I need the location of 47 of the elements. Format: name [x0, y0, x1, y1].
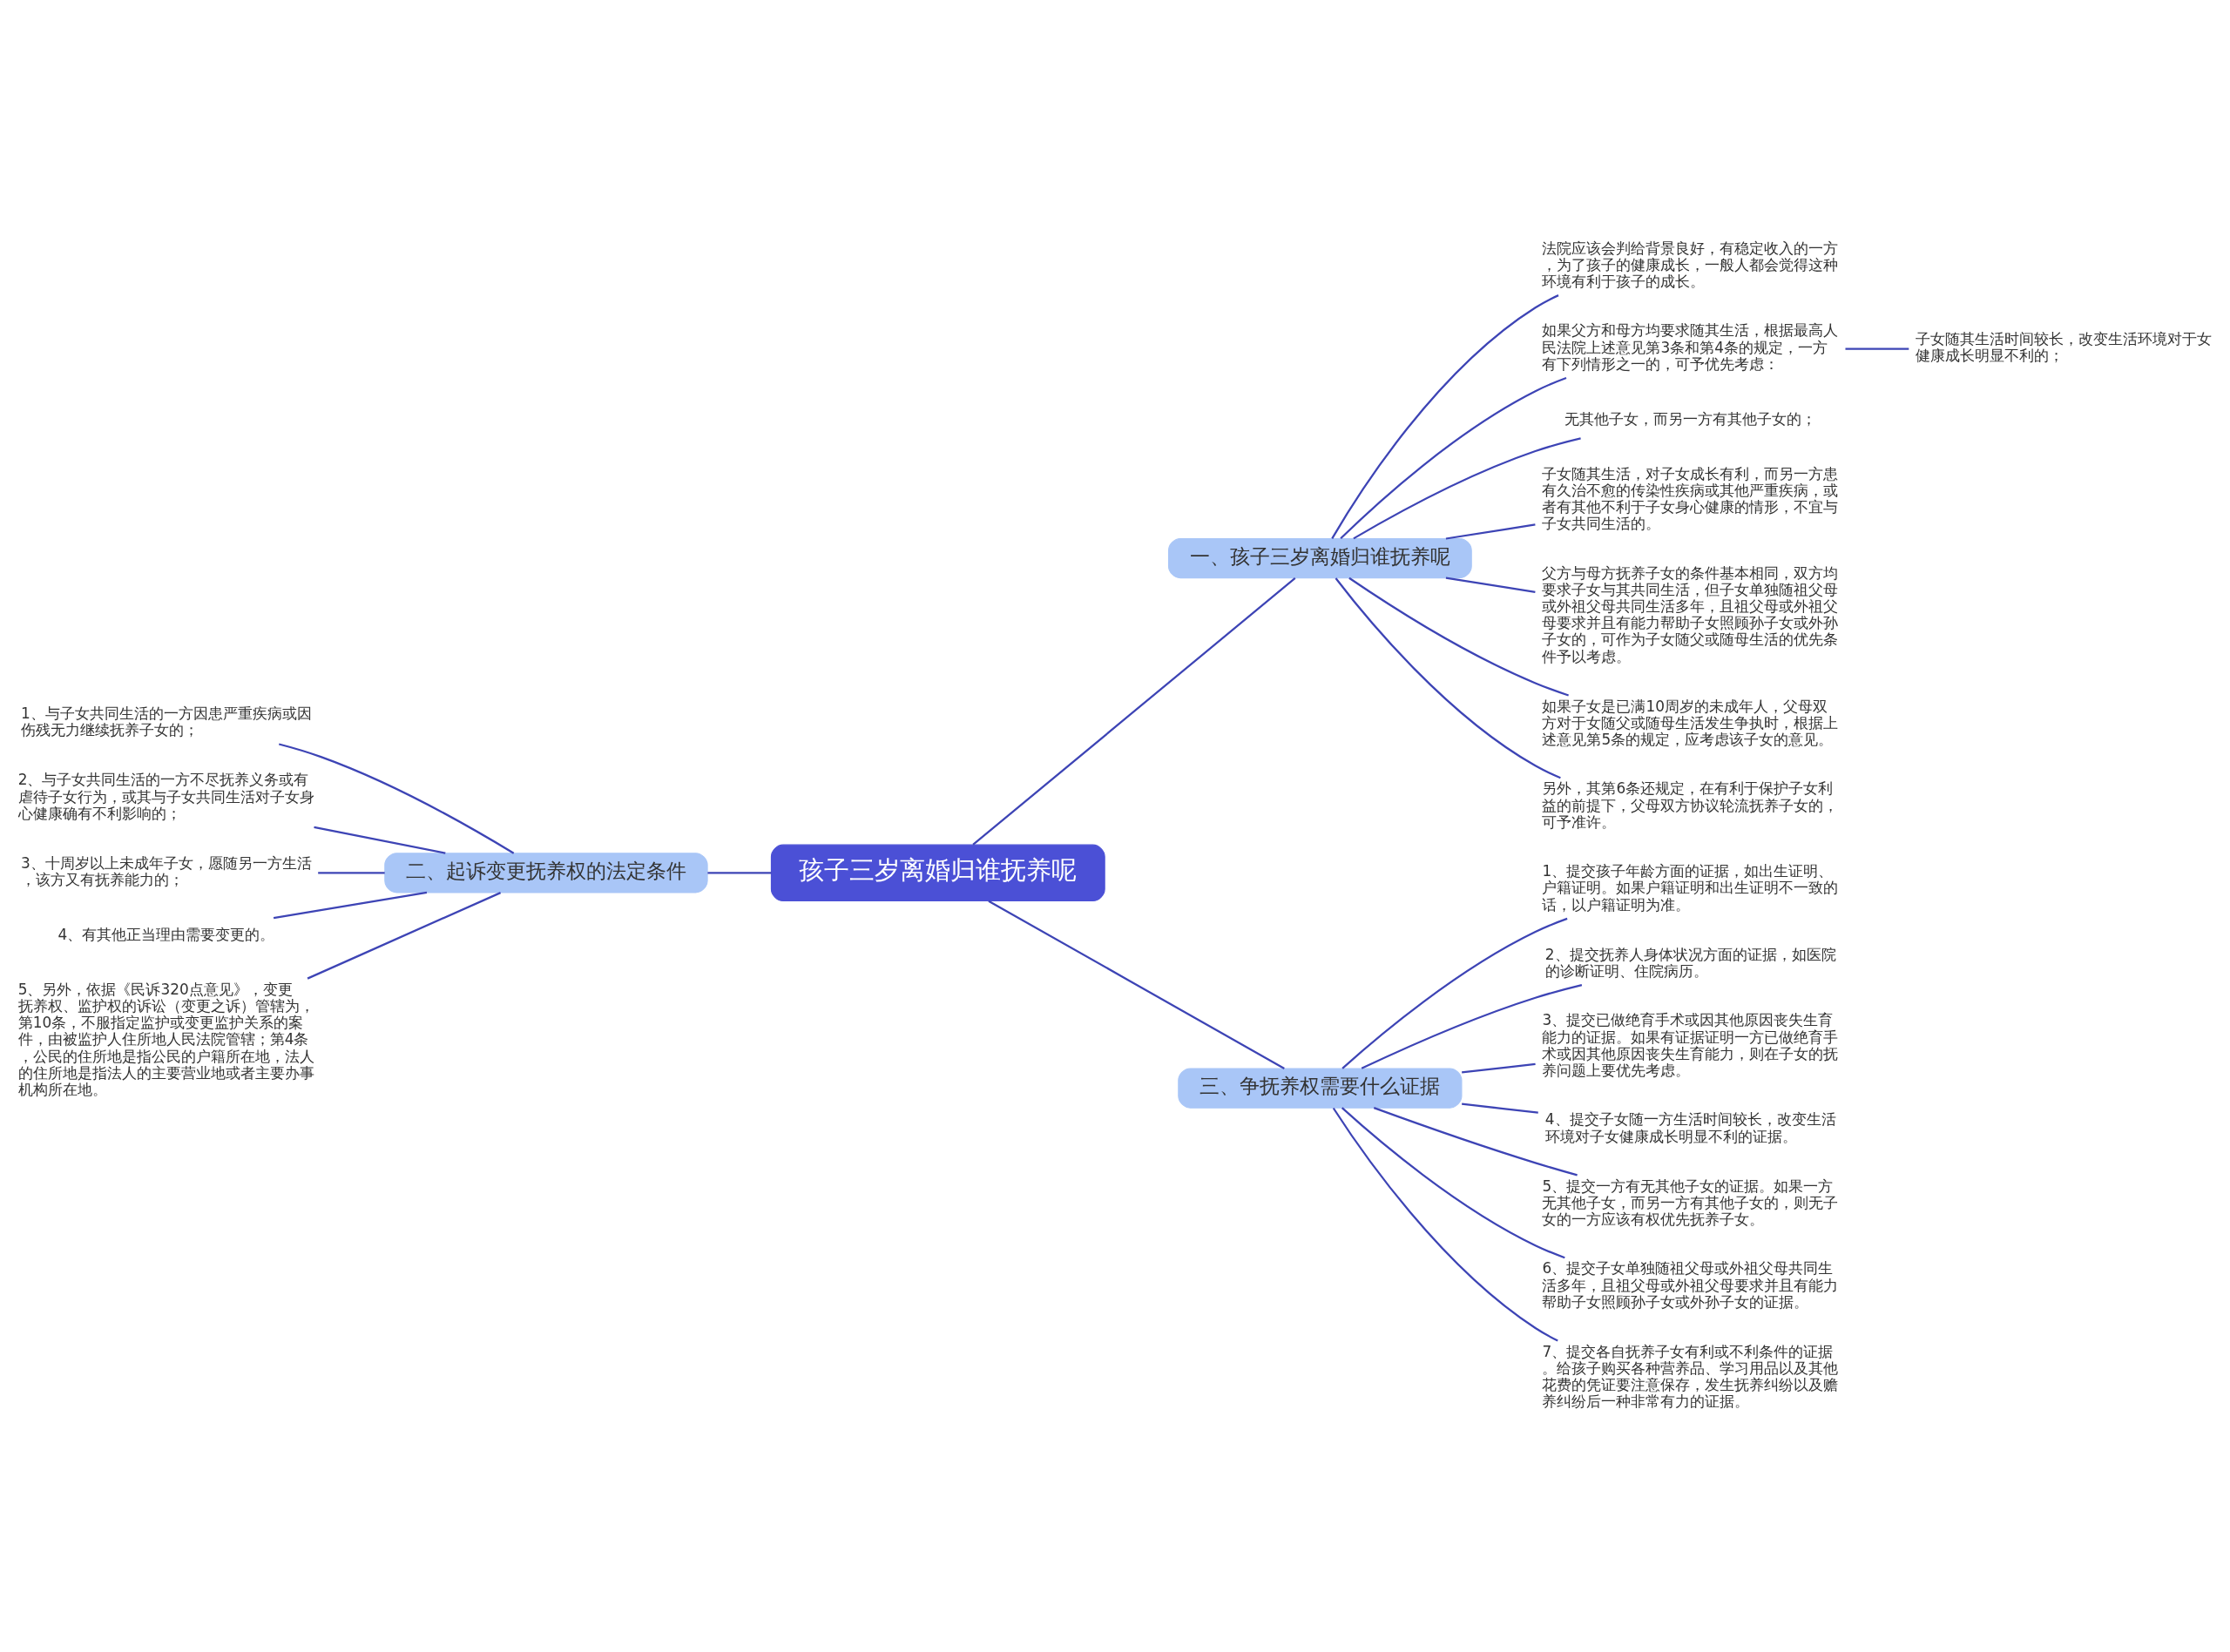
- node-text: 5、提交一方有无其他子女的证据。如果一方无其他子女，而另一方有其他子女的，则无子女的一方应该有权优先抚养子女。: [1542, 1177, 1839, 1228]
- connector: [307, 891, 502, 980]
- node-box: 二、起诉变更抚养权的法定条件: [384, 852, 708, 893]
- node-text: 如果子女是已满10周岁的未成年人，父母双方对于女随父或随母生活发生争执时，根据上述意见第5条的规定，应考虑该子女的意见。: [1542, 697, 1839, 748]
- node-text: 4、提交子女随一方生活时间较长，改变生活环境对子女健康成长明显不利的证据。: [1544, 1109, 1836, 1145]
- node-text: 3、十周岁以上未成年子女，愿随另一方生活，该方又有抚养能力的；: [21, 853, 312, 888]
- connector: [1361, 983, 1583, 1069]
- node-text: 5、另外，依据《民诉320点意见》，变更抚养权、监护权的诉讼（变更之诉）管辖为，第10条，不服指定监护或变更监护关系的案件，由被监护人住所地人民法院管辖；第4条，公民的住所地是指公民的户籍所在地，法人的住所地是指法人的主要营业地或者主要办事机构所在地。: [17, 980, 314, 1098]
- node-text: 子女随其生活时间较长，改变生活环境对于女健康成长明显不利的；: [1916, 329, 2213, 364]
- connector: [1341, 917, 1568, 1069]
- node-text: 2、与子女共同生活的一方不尽抚养义务或有虐待子女行为，或其与子女共同生活对子女身心健康确有不利影响的；: [17, 770, 314, 822]
- connector: [273, 891, 428, 919]
- connector: [314, 826, 446, 854]
- node-text: 无其他子女，而另一方有其他子女的；: [1564, 409, 1816, 428]
- node-box: 孩子三岁离婚归谁抚养呢: [770, 844, 1105, 901]
- node-box: 三、争抚养权需要什么证据: [1178, 1067, 1463, 1109]
- connector: [1332, 1107, 1558, 1342]
- node-text: 如果父方和母方均要求随其生活，根据最高人民法院上述意见第3条和第4条的规定，一方有下列情形之一的，可予优先考虑：: [1542, 320, 1839, 373]
- connector: [972, 577, 1296, 846]
- node-text: 父方与母方抚养子女的条件基本相同，双方均要求子女与其共同生活，但子女单独随祖父母或外祖父母共同生活多年，且祖父母或外祖父母要求并且有能力帮助子女照顾孙子女或外孙子女的，可作为子女随父或随母生活的优先条件予以考虑。: [1542, 563, 1839, 665]
- node-text: 7、提交各自抚养子女有利或不利条件的证据。给孩子购买各种营养品、学习用品以及其他花费的凭证要注意保存，发生抚养纠纷以及赡养纠纷后一种非常有力的证据。: [1542, 1342, 1839, 1410]
- node-text: 4、有其他正当理由需要变更的。: [57, 925, 275, 943]
- connector: [279, 742, 515, 854]
- connector: [1341, 1106, 1565, 1258]
- connector: [1340, 376, 1567, 539]
- connector: [1445, 523, 1536, 540]
- connector: [988, 900, 1285, 1069]
- connector: [1373, 1106, 1578, 1176]
- connector: [1331, 293, 1559, 539]
- node-text: 1、与子女共同生活的一方因患严重疾病或因伤残无力继续抚养子女的；: [21, 704, 312, 738]
- node-text: 6、提交子女单独随祖父母或外祖父母共同生活多年，且祖父母或外祖父母要求并且有能力帮助子女照顾孙子女或外孙子女的证据。: [1542, 1258, 1839, 1311]
- connector: [1445, 577, 1536, 593]
- connector: [1462, 1062, 1536, 1074]
- node-text: 2、提交抚养人身体状况方面的证据，如医院的诊断证明、住院病历。: [1544, 945, 1836, 980]
- connector: [1845, 347, 1909, 350]
- node-text: 1、提交孩子年龄方面的证据，如出生证明、户籍证明。如果户籍证明和出生证明不一致的话，以户籍证明为准。: [1542, 861, 1839, 914]
- connector: [707, 871, 772, 873]
- node-text: 子女随其生活，对子女成长有利，而另一方患有久治不愈的传染性疾病或其他严重疾病，或者有其他不利于子女身心健康的情形，不宜与子女共同生活的。: [1542, 464, 1839, 532]
- connector: [1353, 436, 1581, 539]
- node-text: 法院应该会判给背景良好，有稳定收入的一方，为了孩子的健康成长，一般人都会觉得这种环境有利于孩子的成长。: [1542, 239, 1839, 290]
- connector: [1335, 577, 1561, 779]
- connector: [1462, 1102, 1538, 1114]
- node-text: 3、提交已做绝育手术或因其他原因丧失生育能力的证据。如果有证据证明一方已做绝育手术或因其他原因丧失生育能力，则在子女的抚养问题上要优先考虑。: [1542, 1010, 1839, 1079]
- connector: [1348, 577, 1569, 697]
- node-text: 另外，其第6条还规定，在有利于保护子女利益的前提下，父母双方协议轮流抚养子女的，可予准许。: [1542, 779, 1839, 831]
- node-box: 一、孩子三岁离婚归谁抚养呢: [1167, 537, 1472, 578]
- connector: [318, 871, 385, 873]
